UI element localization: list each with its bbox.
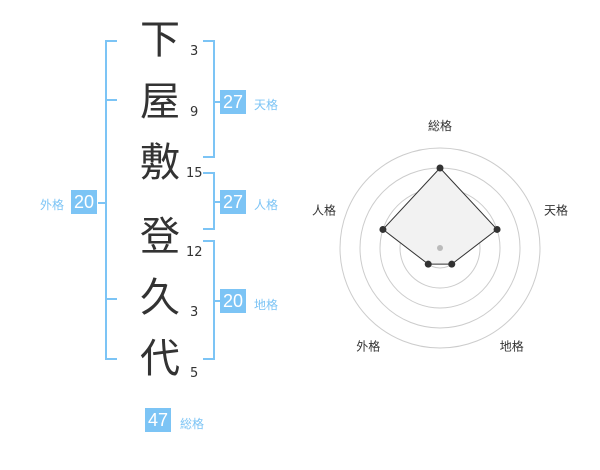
tenkaku-label: 天格 bbox=[254, 98, 279, 112]
radar-axis-label-4: 外格 bbox=[356, 339, 380, 354]
radar-point-5 bbox=[379, 225, 387, 233]
name-char-5: 久 bbox=[140, 275, 180, 321]
stroke-count-4: 12 bbox=[186, 245, 203, 260]
radar-point-2 bbox=[493, 225, 501, 233]
radar-point-1 bbox=[436, 164, 444, 172]
stroke-count-2: 9 bbox=[190, 105, 199, 120]
soukaku-label: 総格 bbox=[180, 417, 205, 431]
gaikaku-label: 外格 bbox=[40, 198, 65, 212]
soukaku-value: 47 bbox=[145, 408, 172, 432]
name-char-1: 下 bbox=[140, 17, 180, 63]
tenkaku-value: 27 bbox=[220, 90, 247, 114]
gaikaku-value: 20 bbox=[71, 190, 98, 214]
radar-data-polygon bbox=[382, 167, 498, 265]
radar-axis-label-1: 総格 bbox=[428, 118, 452, 133]
radar-grid-ring bbox=[339, 147, 541, 349]
name-char-2: 屋 bbox=[140, 79, 180, 125]
radar-axis-label-5: 人格 bbox=[312, 202, 336, 217]
jinkaku-label: 人格 bbox=[254, 198, 279, 212]
name-char-6: 代 bbox=[140, 336, 180, 382]
name-char-3: 敷 bbox=[140, 140, 180, 186]
radar-axis-label-2: 天格 bbox=[544, 202, 568, 217]
stroke-count-5: 3 bbox=[190, 305, 199, 320]
stroke-count-1: 3 bbox=[190, 44, 199, 59]
chikaku-label: 地格 bbox=[254, 298, 279, 312]
jinkaku-value: 27 bbox=[220, 190, 247, 214]
radar-center-dot bbox=[437, 245, 443, 251]
radar-axis-label-3: 地格 bbox=[500, 339, 524, 354]
stroke-count-6: 5 bbox=[190, 366, 199, 381]
stroke-count-3: 15 bbox=[186, 166, 203, 181]
name-char-4: 登 bbox=[140, 214, 180, 260]
radar-point-3 bbox=[448, 260, 456, 268]
chikaku-value: 20 bbox=[220, 289, 247, 313]
radar-point-4 bbox=[424, 260, 432, 268]
